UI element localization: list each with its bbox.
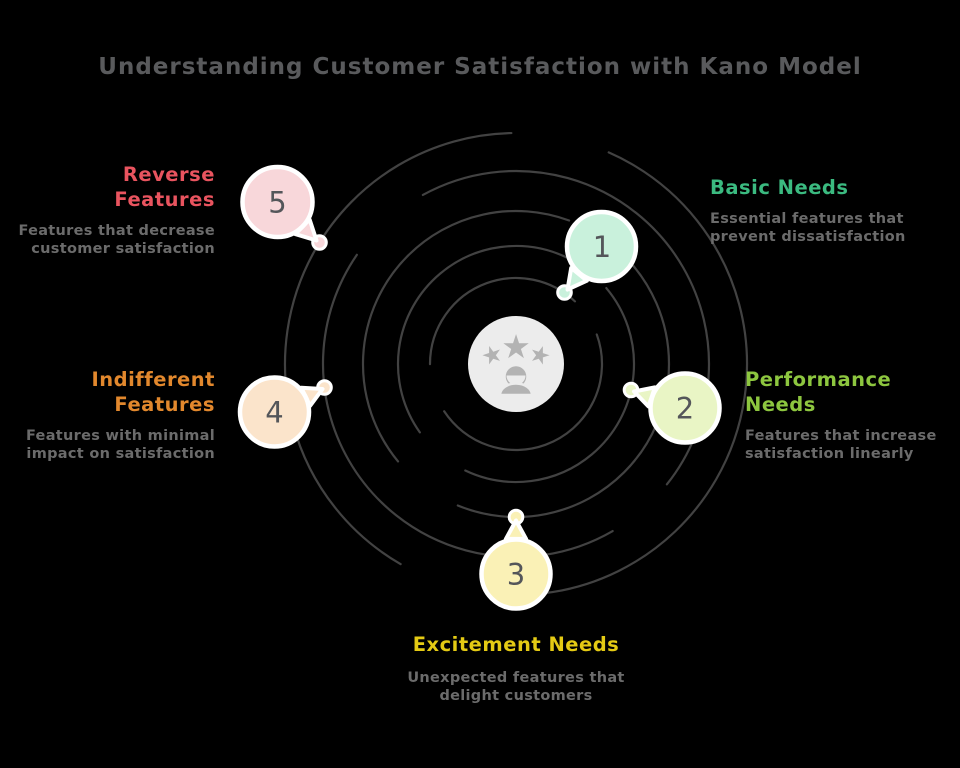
customer-satisfaction-icon: ★ ★ ★ bbox=[477, 327, 555, 397]
shoulders-icon bbox=[498, 382, 534, 397]
star-icon: ★ bbox=[501, 327, 531, 366]
bubble-number: 3 bbox=[507, 558, 525, 592]
label-description: Essential features that prevent dissatis… bbox=[710, 211, 906, 245]
bubble-circle bbox=[564, 209, 639, 284]
smile-mouth bbox=[506, 375, 526, 386]
label-description: Unexpected features that delight custome… bbox=[407, 670, 625, 704]
bubble-circle bbox=[648, 371, 722, 445]
label-excitement-needs: Excitement Needs Unexpected features tha… bbox=[366, 632, 666, 705]
label-indifferent-features: Indifferent Features Features with minim… bbox=[5, 367, 215, 463]
bubble-performance-needs: 2 bbox=[632, 371, 722, 445]
label-heading: Indifferent Features bbox=[91, 368, 215, 416]
bubble-basic-needs: 1 bbox=[564, 209, 639, 292]
center-node: ★ ★ ★ bbox=[468, 316, 564, 412]
bubble-tail bbox=[503, 518, 529, 541]
label-heading: Excitement Needs bbox=[412, 633, 620, 656]
bubble-number: 1 bbox=[593, 230, 611, 264]
bubble-circle bbox=[237, 375, 312, 449]
bubble-circle bbox=[479, 537, 553, 611]
label-basic-needs: Basic Needs Essential features that prev… bbox=[710, 175, 940, 246]
bubble-excitement-needs: 3 bbox=[479, 518, 553, 611]
bubble-number: 4 bbox=[265, 396, 283, 430]
bubble-circle bbox=[240, 164, 315, 240]
label-heading: Performance Needs bbox=[745, 368, 892, 416]
label-reverse-features: Reverse Features Features that decrease … bbox=[5, 162, 215, 258]
orbit-ring-2 bbox=[396, 244, 636, 484]
label-heading: Reverse Features bbox=[114, 163, 215, 211]
bubble-indifferent-features: 4 bbox=[237, 375, 325, 449]
page-title: Understanding Customer Satisfaction with… bbox=[98, 54, 862, 80]
bubble-number: 5 bbox=[268, 186, 286, 220]
orbit-ring-4 bbox=[321, 169, 711, 559]
bubble-reverse-features: 5 bbox=[240, 164, 319, 243]
label-description: Features that increase satisfaction line… bbox=[745, 428, 937, 462]
label-performance-needs: Performance Needs Features that increase… bbox=[745, 367, 955, 463]
bubble-number: 2 bbox=[676, 392, 694, 426]
label-heading: Basic Needs bbox=[710, 176, 849, 199]
label-description: Features that decrease customer satisfac… bbox=[18, 223, 215, 257]
orbit-ring-1 bbox=[428, 276, 604, 452]
label-description: Features with minimal impact on satisfac… bbox=[25, 428, 215, 462]
